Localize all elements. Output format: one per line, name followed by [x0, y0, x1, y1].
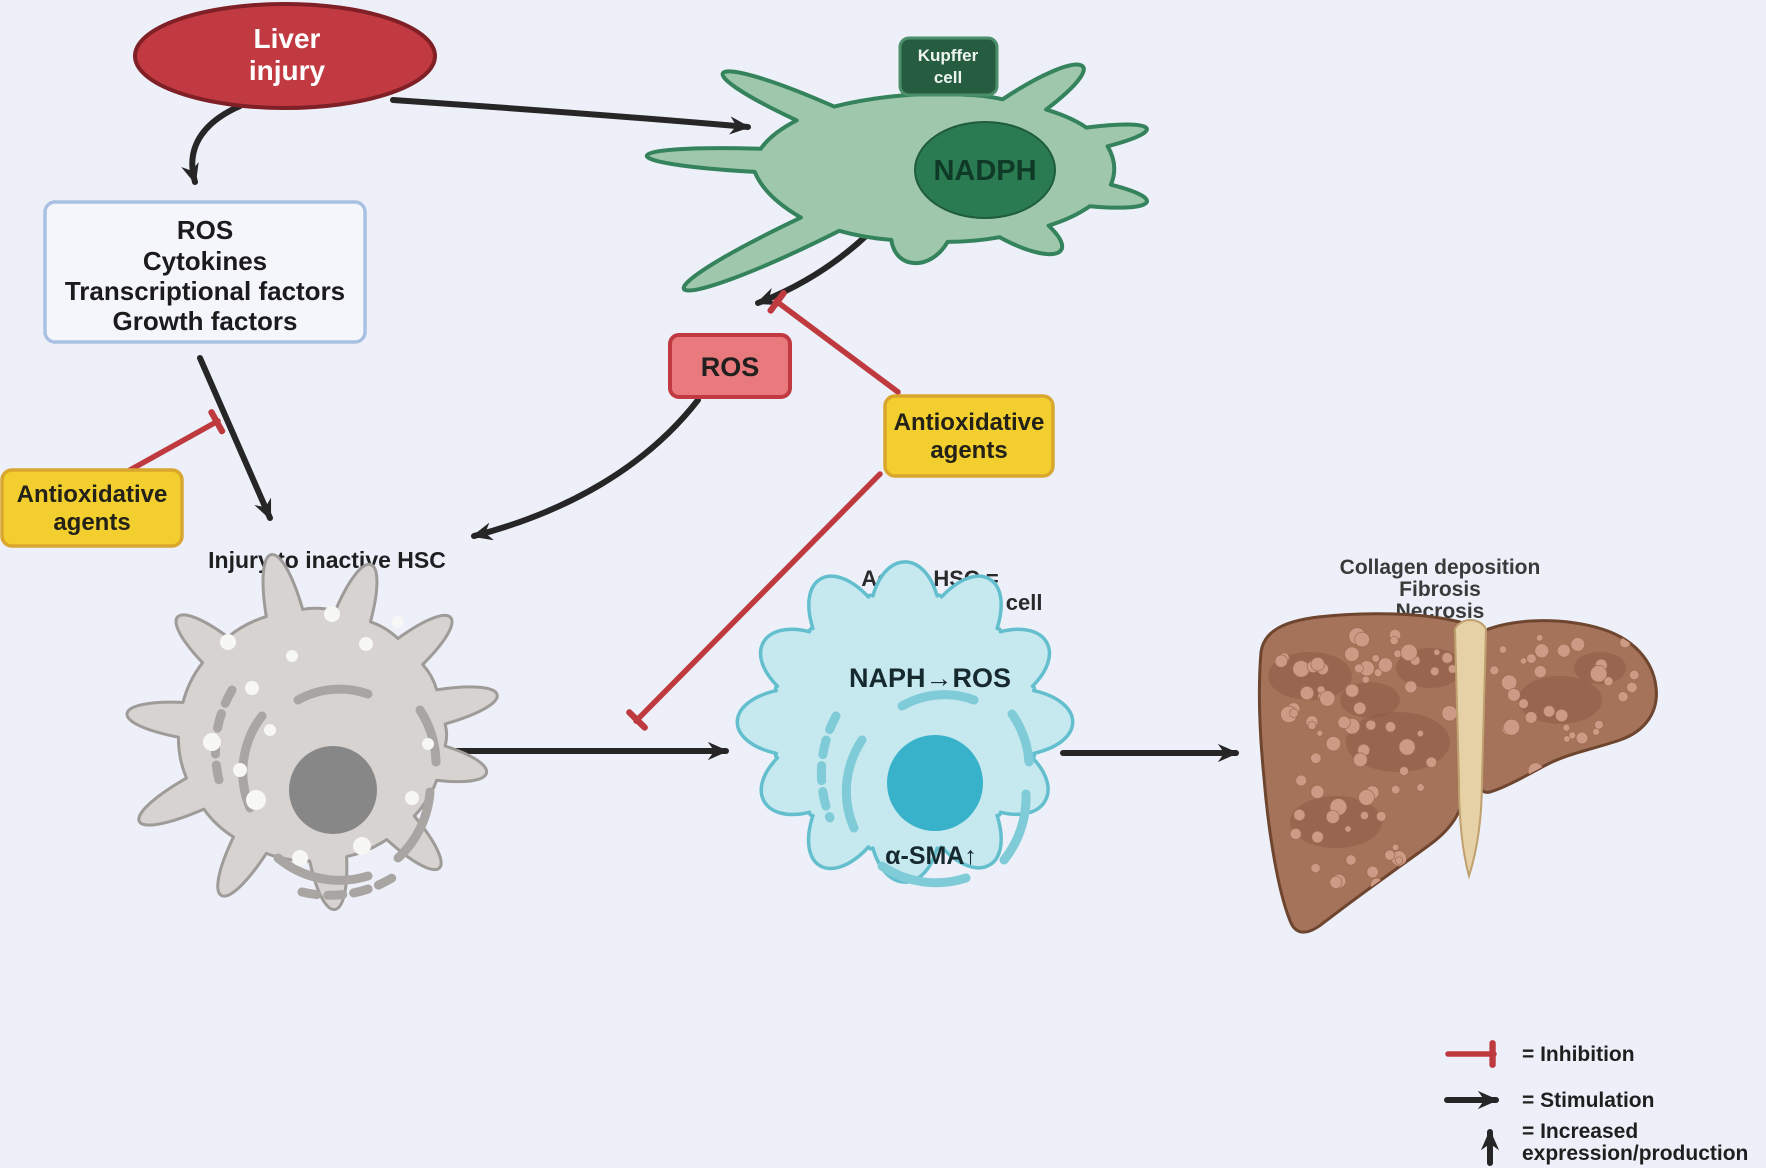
ros-label: ROS — [701, 352, 760, 382]
inactive-hsc-body — [125, 553, 499, 911]
antiox-left-line1: Antioxidative — [17, 481, 168, 508]
nadph-label: NADPH — [933, 155, 1036, 187]
arrow-mediators-to-hsc — [197, 355, 273, 521]
mediators-line-3: Transcriptional factors — [65, 276, 345, 306]
mediators-box: ROS Cytokines Transcriptional factors Gr… — [43, 200, 367, 344]
inhibition-antioxright-on-nadph-ros — [767, 290, 901, 395]
kupffer-label-line2: cell — [934, 68, 962, 87]
ros-node: ROS — [668, 333, 792, 399]
er-arc — [293, 684, 373, 705]
er-arc — [1007, 709, 1034, 767]
mediators-line-1: ROS — [177, 215, 233, 245]
er-arc — [999, 789, 1031, 865]
antiox-left-line2: agents — [53, 509, 130, 536]
arrow-liverinjury-to-kupffer — [390, 97, 751, 135]
outcome-line2: Fibrosis — [1399, 578, 1481, 601]
er-arc — [297, 873, 397, 900]
fibrotic-liver: Collagen deposition Fibrosis Necrosis — [1257, 556, 1658, 934]
er-arc — [816, 711, 841, 823]
antiox-left-rect — [0, 468, 184, 548]
legend-inhibition-label: = Inhibition — [1522, 1043, 1635, 1066]
er-arc — [273, 853, 373, 885]
er-arc — [393, 787, 435, 863]
liver-injury-ellipse — [133, 2, 437, 110]
kupffer-cell: NADPH Kupffer cell — [644, 36, 1149, 293]
arrow-liverinjury-to-mediators — [181, 103, 243, 185]
legend: = Inhibition = Stimulation = Increased e… — [1444, 1040, 1748, 1166]
legend-increased-label-line2: expression/production — [1522, 1142, 1748, 1165]
antiox-right-line2: agents — [930, 437, 1007, 464]
ros-rect — [668, 333, 792, 399]
legend-increased-label-line1: = Increased — [1522, 1120, 1638, 1143]
naph-ros-label: NAPH→ROS — [849, 663, 1011, 693]
antiox-right-rect — [883, 394, 1055, 478]
inactive-hsc-cell — [125, 553, 499, 911]
er-arc — [877, 861, 971, 888]
mediators-line-4: Growth factors — [113, 306, 298, 336]
kupffer-cell-body — [644, 53, 1149, 293]
liver-left-nodules — [1274, 627, 1458, 891]
mediators-line-2: Cytokines — [143, 246, 267, 276]
liver-injury-node: Liver injury — [133, 2, 437, 110]
kupffer-nucleus — [914, 121, 1056, 219]
kupffer-label-line1: Kupffer — [918, 46, 979, 65]
inactive-hsc-caption: Injury to inactive HSC — [208, 547, 446, 573]
lipid-droplets — [203, 606, 434, 866]
liver-ligament — [1453, 619, 1488, 880]
liver-injury-line2: injury — [249, 55, 326, 86]
antioxidative-agents-right: Antioxidative agents — [883, 394, 1055, 478]
liver-injury-line1: Liver — [254, 23, 321, 54]
inactive-hsc-nucleus — [289, 746, 377, 834]
active-hsc-nucleus — [887, 735, 983, 831]
active-hsc-cell: NAPH→ROS α-SMA↑ — [735, 560, 1075, 888]
antiox-right-line1: Antioxidative — [894, 409, 1045, 436]
er-arc — [415, 705, 441, 767]
kupffer-label-box — [898, 36, 999, 97]
er-arc — [897, 690, 979, 711]
arrow-ros-to-hsc — [471, 397, 701, 541]
er-arc — [841, 735, 867, 833]
alpha-sma-label: α-SMA↑ — [885, 842, 977, 870]
inhibition-antioxleft-on-arrow — [127, 409, 226, 473]
outcome-line1: Collagen deposition — [1340, 556, 1541, 579]
mediators-rect — [43, 200, 367, 344]
inhibition-antioxright-on-activation — [626, 471, 883, 731]
legend-stimulation-label: = Stimulation — [1522, 1089, 1654, 1112]
antioxidative-agents-left: Antioxidative agents — [0, 468, 184, 548]
